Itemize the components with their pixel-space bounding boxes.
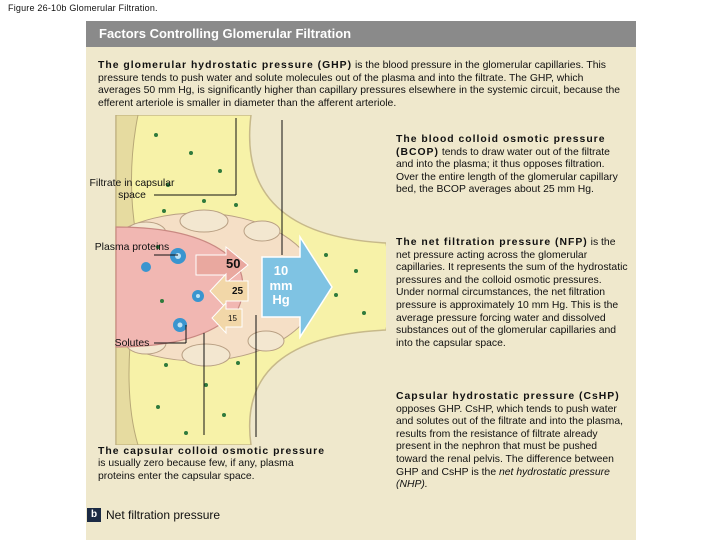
capsular-colloid-description: The capsular colloid osmotic pressure is…: [98, 446, 328, 483]
panel-title: Factors Controlling Glomerular Filtratio…: [99, 26, 352, 41]
ghp-value: 50: [226, 256, 241, 271]
bcop-text: tends to draw water out of the filtrate …: [396, 146, 618, 196]
capsular-colloid-text: is usually zero because few, if any, pla…: [98, 458, 294, 482]
cshp-value: 15: [228, 314, 237, 323]
ghp-description: The glomerular hydrostatic pressure (GHP…: [98, 60, 626, 110]
bcop-description: The blood colloid osmotic pressure (BCOP…: [396, 134, 628, 197]
bcop-arrow: [209, 272, 249, 310]
cshp-arrow: [211, 301, 243, 335]
net-filtration-arrow: [261, 234, 333, 340]
capsular-colloid-term: The capsular colloid osmotic pressure: [98, 446, 325, 457]
nhp-term: net hydrostatic pressure (NHP).: [396, 466, 610, 491]
bcop-term: The blood colloid osmotic pressure (BCOP…: [396, 134, 606, 158]
title-bar: [86, 21, 636, 47]
plasma-protein-icons: [141, 248, 204, 332]
nfp-value: 10 mm Hg: [269, 263, 293, 307]
nfp-description: The net filtration pressure (NFP) is the…: [396, 237, 628, 350]
glomerulus-diagram: [115, 115, 386, 445]
cshp-term: Capsular hydrostatic pressure (CsHP): [396, 391, 620, 402]
filtrate-label: Filtrate in capsular space: [89, 178, 175, 202]
solutes-label: Solutes: [114, 338, 150, 349]
nfp-term: The net filtration pressure (NFP): [396, 237, 588, 248]
leader-lines: [154, 118, 283, 437]
panel-label: Net filtration pressure: [106, 508, 221, 522]
nfp-text: is the net pressure acting across the gl…: [396, 237, 628, 349]
cshp-text: opposes GHP. CsHP, which tends to push w…: [396, 403, 624, 478]
bcop-value: 25: [232, 286, 244, 297]
figure-caption: Figure 26-10b Glomerular Filtration.: [8, 3, 158, 13]
ghp-text: is the blood pressure in the glomerular …: [98, 60, 621, 109]
ghp-arrow: [195, 245, 249, 285]
panel-badge: b: [87, 508, 101, 522]
plasma-proteins-label: Plasma proteins: [94, 242, 170, 253]
ghp-term: The glomerular hydrostatic pressure (GHP…: [98, 60, 353, 71]
cshp-description: Capsular hydrostatic pressure (CsHP) opp…: [396, 391, 628, 492]
